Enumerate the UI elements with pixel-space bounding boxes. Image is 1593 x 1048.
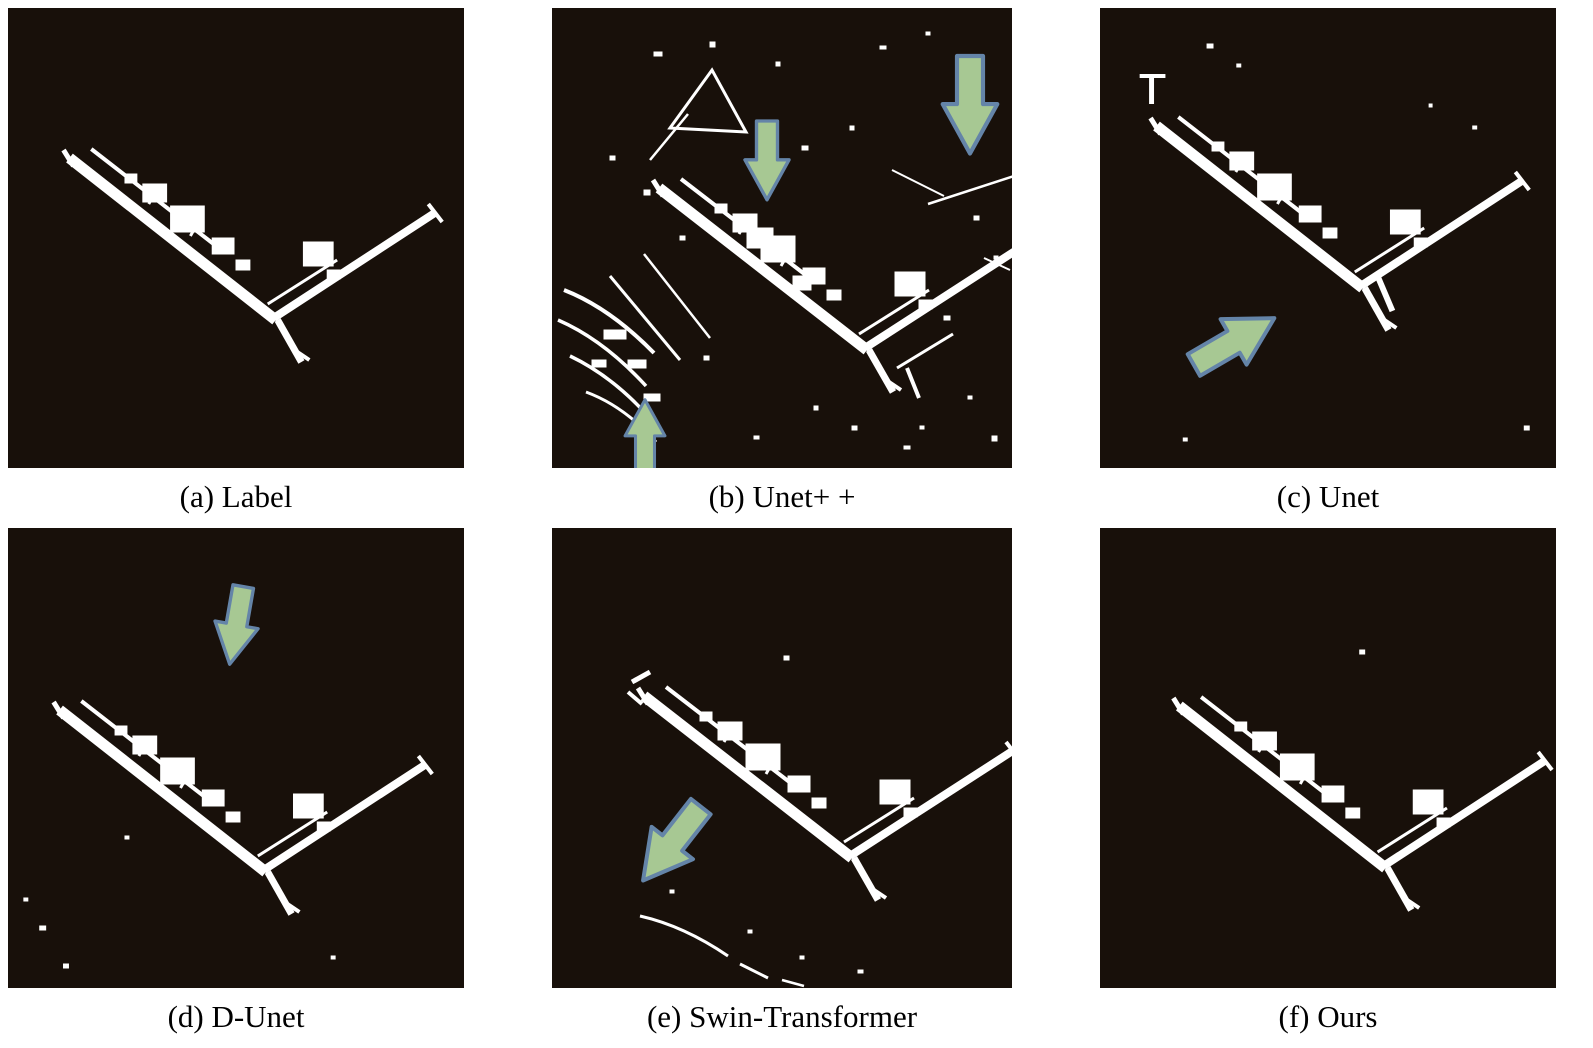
error-arrow-icon — [1178, 293, 1290, 390]
panel-d-image — [8, 528, 464, 989]
panel-b: (b) Unet+ + — [552, 8, 1012, 528]
panel-d: (d) D-Unet — [8, 528, 464, 1048]
panel-b-image — [552, 8, 1012, 468]
panel-b-caption: (b) Unet+ + — [708, 479, 856, 514]
panel-f-image — [1100, 528, 1556, 989]
junction-gap — [1344, 230, 1361, 250]
error-arrow-icon — [943, 56, 998, 154]
false-positive-noise — [639, 655, 864, 988]
false-positive-noise — [1182, 43, 1530, 442]
false-positive-noise — [557, 31, 1012, 450]
panel-f: (f) Ours — [1100, 528, 1556, 1048]
false-positive-noise — [23, 835, 336, 969]
segmentation-mask — [1173, 697, 1552, 910]
segmentation-mask — [653, 179, 1012, 399]
error-arrow-icon — [620, 788, 724, 899]
panel-d-caption: (d) D-Unet — [167, 999, 305, 1035]
panel-e: (e) Swin-Transformer — [552, 528, 1012, 1048]
panel-c: (c) Unet — [1100, 8, 1556, 528]
segmentation-mask — [64, 149, 443, 362]
error-arrow-icon — [743, 119, 791, 202]
panel-c-caption: (c) Unet — [1276, 479, 1380, 514]
panel-a-caption: (a) Label — [179, 479, 293, 514]
panel-e-caption: (e) Swin-Transformer — [646, 999, 918, 1035]
panel-a: (a) Label — [8, 8, 464, 528]
panel-e-image — [552, 528, 1012, 989]
segmentation-mask — [1139, 74, 1530, 330]
panel-a-image — [8, 8, 464, 468]
false-positive-noise — [1359, 649, 1366, 655]
segmentation-mask — [626, 669, 1012, 900]
segmentation-mask — [54, 701, 433, 914]
error-arrow-icon — [206, 581, 267, 670]
error-arrow-icon — [623, 398, 667, 468]
panel-c-image — [1100, 8, 1556, 468]
panel-f-caption: (f) Ours — [1278, 999, 1378, 1035]
